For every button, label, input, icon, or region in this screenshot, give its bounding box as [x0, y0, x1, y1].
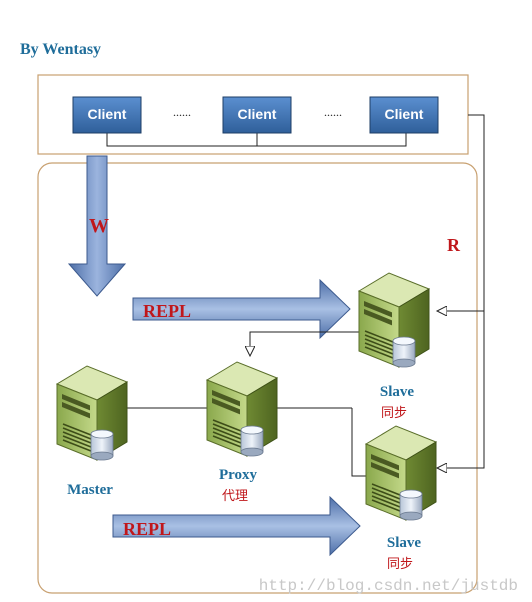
write-label: W — [89, 215, 109, 237]
ellipsis-right: ...... — [324, 105, 342, 119]
read-label: R — [447, 235, 461, 255]
slave-1-sub: 同步 — [381, 406, 407, 421]
slave-2-sub: 同步 — [387, 557, 413, 572]
repl-label-lower: REPL — [123, 519, 171, 539]
client-2: Client — [222, 96, 292, 134]
master-name: Master — [67, 482, 113, 498]
slave-2-name: Slave — [387, 535, 422, 551]
proxy-name: Proxy — [219, 467, 258, 483]
client-1: Client — [72, 96, 142, 134]
write-arrow — [67, 155, 127, 297]
client-bus — [106, 133, 407, 147]
repl-label-upper: REPL — [143, 301, 191, 321]
ellipsis-left: ...... — [173, 105, 191, 119]
watermark: http://blog.csdn.net/justdb — [259, 577, 518, 595]
slave-server-1 — [358, 272, 430, 368]
author-caption: By Wentasy — [20, 41, 101, 58]
client-label: Client — [385, 106, 424, 122]
proxy-sub: 代理 — [222, 489, 248, 504]
repl-arrow-lower — [112, 495, 361, 557]
client-3: Client — [369, 96, 439, 134]
client-label: Client — [238, 106, 277, 122]
slave-server-2 — [365, 425, 437, 521]
read-path — [437, 114, 485, 468]
client-label: Client — [88, 106, 127, 122]
master-server — [56, 365, 128, 461]
repl-arrow-upper — [132, 278, 351, 340]
proxy-server — [206, 361, 278, 457]
slave-1-name: Slave — [380, 384, 415, 400]
